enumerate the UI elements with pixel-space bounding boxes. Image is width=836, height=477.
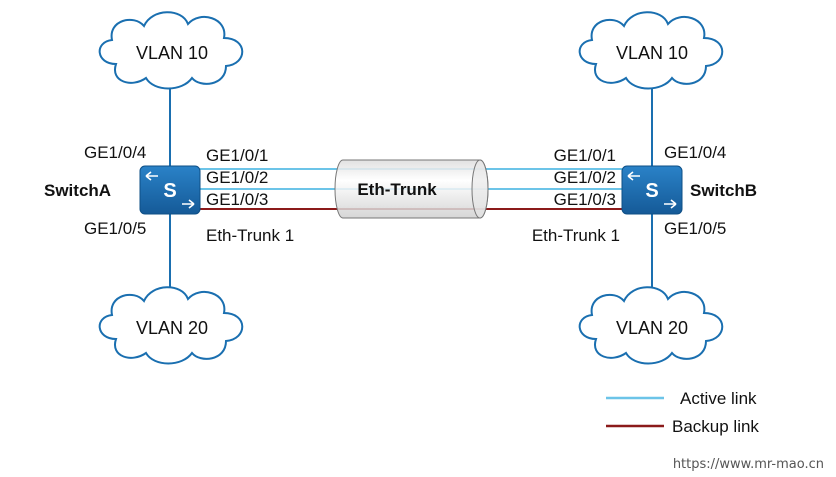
- port-b-up: GE1/0/4: [664, 143, 726, 162]
- vlan20-label-b: VLAN 20: [616, 318, 688, 338]
- trunk-label: Eth-Trunk: [357, 180, 437, 199]
- port-a-link-1: GE1/0/1: [206, 146, 268, 165]
- switch-b-icon: S: [621, 165, 683, 215]
- switch-b-name: SwitchB: [690, 181, 757, 200]
- switch-a-name: SwitchA: [44, 181, 111, 200]
- port-a-down: GE1/0/5: [84, 219, 146, 238]
- vlan10-label-b: VLAN 10: [616, 43, 688, 63]
- port-b-link-3: GE1/0/3: [554, 190, 616, 209]
- cloud-shape: [98, 286, 244, 365]
- port-b-link-2: GE1/0/2: [554, 168, 616, 187]
- vlan10-label-a: VLAN 10: [136, 43, 208, 63]
- vlan20-label-a: VLAN 20: [136, 318, 208, 338]
- tunnel-icon: [334, 159, 489, 219]
- switch-a-icon: S: [139, 165, 201, 215]
- legend-active-label: Active link: [680, 389, 757, 408]
- legend-backup-label: Backup link: [672, 417, 759, 436]
- legend: Active link Backup link: [606, 389, 759, 436]
- svg-text:S: S: [163, 180, 176, 202]
- cloud-shape: [98, 11, 244, 90]
- port-a-link-3: GE1/0/3: [206, 190, 268, 209]
- cloud-icon: [98, 286, 244, 365]
- watermark: https://www.mr-mao.cn: [673, 457, 824, 472]
- cloud-icon: [98, 11, 244, 90]
- port-a-up: GE1/0/4: [84, 143, 146, 162]
- cloud-shape: [578, 286, 724, 365]
- cloud-shape: [578, 11, 724, 90]
- cloud-icon: [578, 286, 724, 365]
- svg-text:S: S: [645, 180, 658, 202]
- port-b-down: GE1/0/5: [664, 219, 726, 238]
- trunk-name-a: Eth-Trunk 1: [206, 226, 294, 245]
- port-a-link-2: GE1/0/2: [206, 168, 268, 187]
- port-b-link-1: GE1/0/1: [554, 146, 616, 165]
- trunk-name-b: Eth-Trunk 1: [532, 226, 620, 245]
- cloud-icon: [578, 11, 724, 90]
